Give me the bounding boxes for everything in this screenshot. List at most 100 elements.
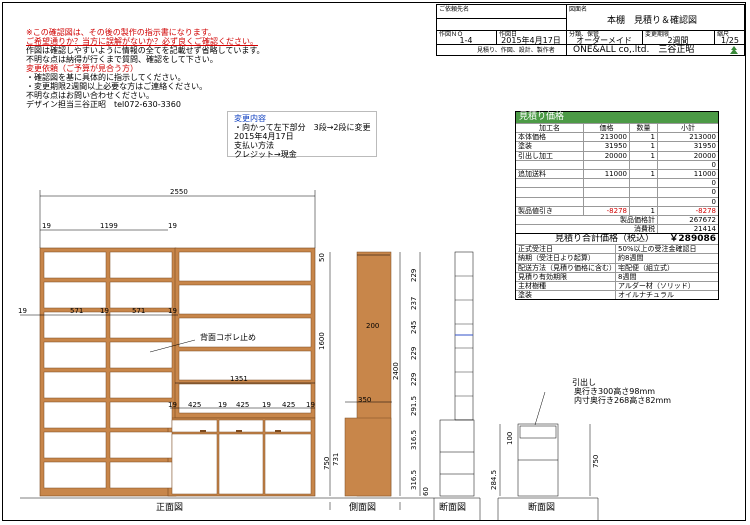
dim-19: 19 [100,307,109,315]
dim-2400: 2400 [392,362,400,380]
col-header: 数量 [630,124,658,133]
subtotal-value: 267672 [689,215,716,224]
estimate-cell [630,188,658,197]
estimate-cell: 1 [630,142,658,151]
dim-19: 19 [262,401,271,409]
shelf-opening [43,461,107,489]
note-line: 作図は確認しやすいように情報の全てを記載せず省略しています。 [26,46,265,55]
info-cell: 8週間 [618,272,637,281]
estimate-cell [630,179,658,188]
estimate-cell: 213000 [584,133,630,142]
info-cell: アルダー材（ソリッド） [618,282,695,290]
shelf-opening [109,371,173,399]
dim-19: 19 [42,222,51,230]
dim-284-5: 284.5 [490,469,498,490]
estimate-cell: -8278 [695,206,716,215]
change-line: 2015年4月17日 [234,132,294,141]
subtotal-row: 製品価格計 267672 [516,214,718,225]
dim-200: 200 [366,322,380,330]
dim-1351: 1351 [230,375,248,383]
estimate-cell: 0 [711,197,716,206]
dim-19: 19 [18,307,27,315]
change-notes: 変更内容 ・向かって左下部分 3段→2段に変更 2015年4月17日 支払い方法… [227,111,377,159]
estimate-cell: 20000 [584,151,630,160]
section-view-2-label: 断面図 [528,503,556,513]
drawing-name: 本棚 見積り＆確認図 [607,16,698,26]
side-view-label: 側面図 [349,503,377,513]
deadline-label: 変更期限 [645,31,670,38]
drawer-front [264,419,312,433]
dim-245: 245 [410,320,418,334]
total-value: ￥289086 [669,234,716,245]
total-row: 見積り合計価格（税込） ￥289086 [516,233,718,244]
dim-350: 350 [358,396,372,404]
estimate-cell [630,197,658,206]
info-cell: 見積り有効期限 [516,272,616,281]
company-logo-icon [730,46,738,54]
tax-label: 消費税 [584,225,658,234]
section-view-label: 断面図 [439,503,467,513]
info-cell: 約8週間 [618,254,644,263]
drawer-front [171,419,218,433]
tax-row: 消費税 21414 [516,224,718,234]
dim-50: 50 [318,253,326,262]
estimate-row: 0 [516,196,718,206]
dim-571: 571 [132,307,146,315]
change-line: クレジット→現金 [234,150,297,159]
cabinet-door [218,433,264,495]
title-block: ご依頼先名 図面名 本棚 見積り＆確認図 作図ＮＯ 1-4 作図日 2015年4… [436,4,746,56]
dim-19: 19 [218,401,227,409]
info-cell: 正式受注日 [516,245,616,254]
estimate-cell: 11000 [693,169,716,178]
dim-229: 229 [410,268,418,282]
shelf-opening [109,281,173,309]
estimate-cell: 追加送料 [516,169,584,179]
dim-750: 750 [592,454,600,468]
dim-316-5: 316.5 [410,429,418,450]
change-line: ・向かって左下部分 3段→2段に変更 [234,123,371,132]
dim-1600: 1600 [318,332,326,350]
shelf-opening [109,311,173,339]
drawer-note: 引出し [572,378,596,387]
dim-19: 19 [306,401,315,409]
note-line: ・確認図を基に具体的に指示してください。 [26,73,186,82]
dim-425: 425 [188,401,202,409]
dim-237: 237 [410,296,418,310]
dim-19: 19 [168,307,177,315]
shelf-opening [43,371,107,399]
dim-upper-width: 1199 [100,222,118,230]
backstop-note: 背面コボレ止め [200,333,256,342]
info-row: 塗装オイルナチュラル [516,290,718,300]
shelf-opening [178,317,312,348]
note-line: ・変更期限2週間以上必要な方はご連絡ください。 [26,82,208,91]
front-view-label: 正面図 [156,503,184,513]
estimate-cell: 本体価格 [516,133,584,142]
note-line: 不明な点はお問い合わせください。 [26,91,154,100]
shelf-opening [43,401,107,429]
estimate-cell [630,160,658,169]
estimate-cell [584,197,630,206]
tax-value: 21414 [693,225,716,234]
drawing-name-label: 図面名 [569,6,588,13]
shelf-opening [43,341,107,369]
info-row: 主材樹種アルダー材（ソリッド） [516,281,718,291]
shelf-opening [178,350,312,381]
estimate-cell [516,179,584,188]
info-cell: 宅配便（組立式） [618,263,674,272]
dim-731: 731 [332,452,340,466]
estimate-header-row: 加工名 価格 数量 小計 [516,123,718,133]
dim-60: 60 [422,487,430,496]
scale-label: 縮尺 [717,31,730,38]
change-line: 支払い方法 [234,141,274,150]
dim-19: 19 [168,401,177,409]
drawing-no-label: 作図ＮＯ [439,31,464,38]
dim-750: 750 [323,456,331,470]
dim-425: 425 [282,401,296,409]
estimate-cell: 213000 [689,133,716,142]
